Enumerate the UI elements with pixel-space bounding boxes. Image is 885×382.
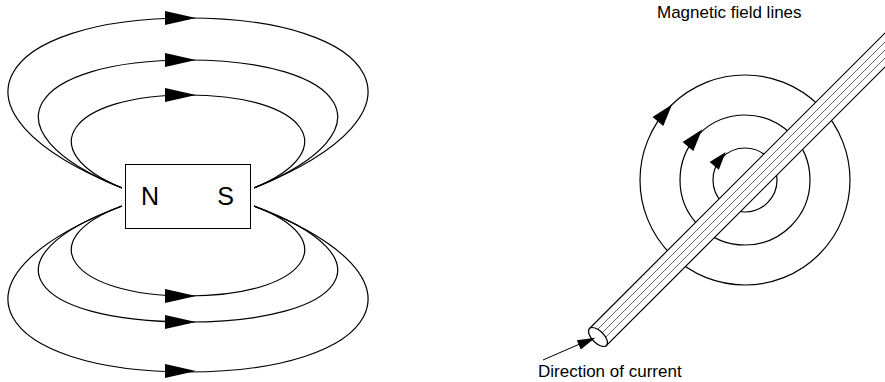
pole-letter: N (141, 184, 159, 209)
bar-magnet: NS (125, 164, 251, 229)
caption-label: Direction of current (536, 362, 684, 382)
pole-letter: S (217, 184, 234, 209)
caption-label: Magnetic field lines (655, 3, 804, 23)
